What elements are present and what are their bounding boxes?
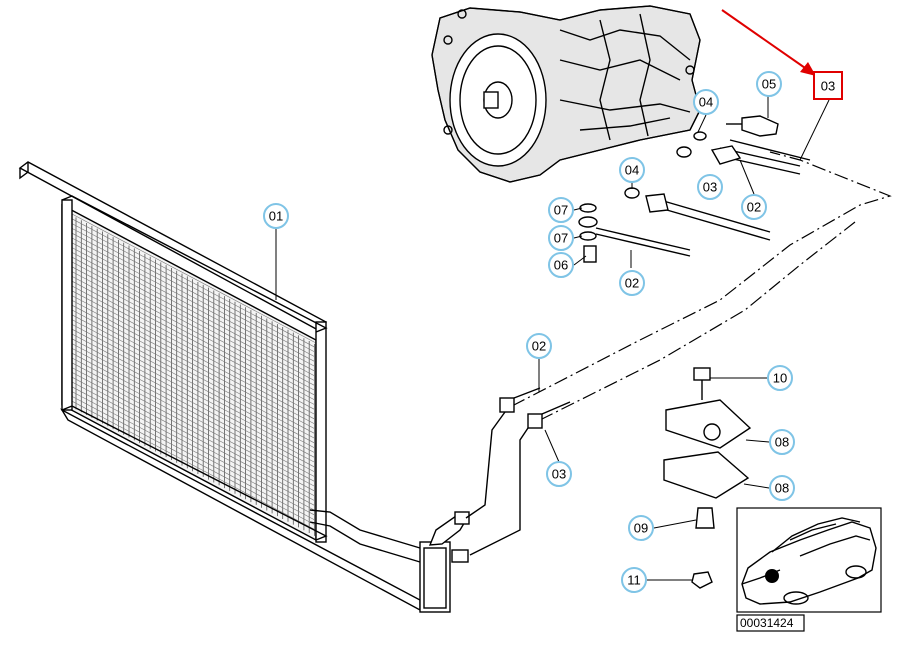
callout-03-upper[interactable]: 03 — [697, 174, 723, 200]
oil-cooler-illustration — [18, 161, 470, 613]
svg-text:04: 04 — [625, 163, 639, 178]
svg-text:05: 05 — [762, 77, 776, 92]
svg-text:02: 02 — [532, 339, 546, 354]
callout-08-lower[interactable]: 08 — [769, 475, 795, 501]
callout-09[interactable]: 09 — [628, 515, 654, 541]
hardware-parts — [578, 115, 779, 589]
callout-04-upper[interactable]: 04 — [693, 89, 719, 115]
svg-text:10: 10 — [773, 371, 787, 386]
svg-text:08: 08 — [775, 435, 789, 450]
location-marker — [765, 569, 779, 583]
callout-02-middle[interactable]: 02 — [619, 270, 645, 296]
svg-text:08: 08 — [775, 481, 789, 496]
transmission-lines — [465, 139, 892, 556]
svg-text:01: 01 — [269, 209, 283, 224]
svg-text:07: 07 — [554, 203, 568, 218]
callout-07-lower[interactable]: 07 — [548, 225, 574, 251]
cooler-fins — [71, 213, 317, 536]
svg-text:03: 03 — [821, 79, 835, 94]
highlight-arrow — [721, 9, 816, 76]
reference-number-box: 00031424 — [736, 614, 805, 632]
callout-02-upper[interactable]: 02 — [741, 194, 767, 220]
svg-text:07: 07 — [554, 231, 568, 246]
callout-03-lower[interactable]: 03 — [546, 461, 572, 487]
svg-text:03: 03 — [703, 180, 717, 195]
svg-text:09: 09 — [634, 521, 648, 536]
reference-number: 00031424 — [740, 616, 794, 630]
svg-text:04: 04 — [699, 95, 713, 110]
svg-text:03: 03 — [552, 467, 566, 482]
leader-lines — [275, 96, 830, 581]
svg-text:11: 11 — [627, 573, 641, 588]
vehicle-location-inset — [736, 507, 882, 613]
callout-05[interactable]: 05 — [756, 71, 782, 97]
callout-08-upper[interactable]: 08 — [769, 429, 795, 455]
callout-06[interactable]: 06 — [548, 252, 574, 278]
callouts: 01 02 02 02 03 03 03 04 — [263, 71, 843, 593]
svg-text:02: 02 — [625, 276, 639, 291]
callout-04-lower[interactable]: 04 — [619, 157, 645, 183]
callout-02-lower[interactable]: 02 — [526, 333, 552, 359]
callout-11[interactable]: 11 — [621, 567, 647, 593]
callout-07-upper[interactable]: 07 — [548, 197, 574, 223]
transmission-illustration — [431, 5, 701, 183]
callout-03-highlighted[interactable]: 03 — [813, 71, 843, 100]
svg-text:06: 06 — [554, 258, 568, 273]
svg-text:02: 02 — [747, 200, 761, 215]
callout-01[interactable]: 01 — [263, 203, 289, 229]
callout-10[interactable]: 10 — [767, 365, 793, 391]
